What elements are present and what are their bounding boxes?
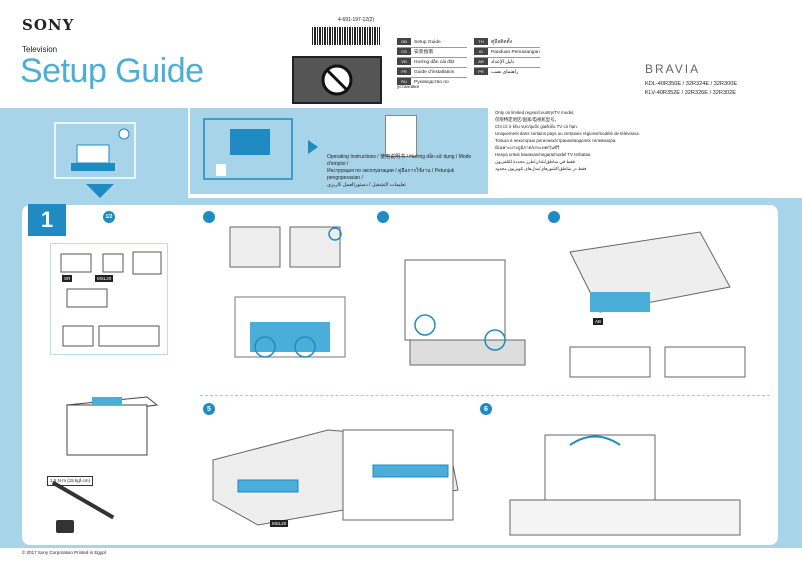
tv-box-illustration xyxy=(62,385,162,460)
brand-logo: SONY xyxy=(22,16,75,34)
sr-label: SR xyxy=(62,275,73,282)
step-2-illustration xyxy=(205,222,365,382)
step-1-badge: 1 xyxy=(28,204,66,236)
msl20-label: MSL20 xyxy=(95,275,114,282)
step-2-badge xyxy=(203,211,215,223)
note-line: Hanya untuk kawasan/negara/model TV terb… xyxy=(495,152,592,157)
note-line: فقط در مناطق/کشورهای/مدل‌های تلویزیون مح… xyxy=(495,166,587,171)
product-type: Television xyxy=(22,45,58,54)
copyright: © 2017 Sony Corporation Printed in Egypt xyxy=(22,550,106,555)
toolbox-icon xyxy=(56,520,74,533)
accessories-box xyxy=(50,243,168,355)
step-5-badge: 5 xyxy=(203,403,215,415)
bravia-logo: BRAVIA xyxy=(645,62,701,76)
step-4-badge xyxy=(548,211,560,223)
ab-label: AB xyxy=(593,318,604,325)
models-line: KDL-40R350E / 32R324E / 32R300E xyxy=(645,81,738,87)
step-6-badge: 6 xyxy=(480,403,492,415)
instructions-text: Operating Instructions / 使用说明书 / Hướng d… xyxy=(327,154,487,189)
caution-illustration xyxy=(292,56,382,104)
manual-icon xyxy=(385,115,417,157)
wall-illustration xyxy=(198,114,298,184)
step-1-sub-badge: 1/2 xyxy=(103,211,115,223)
no-touch-screen-icon xyxy=(321,64,353,96)
instructions-line: Operating Instructions / 使用说明书 / Hướng d… xyxy=(327,154,472,167)
instructions-line: Инструкция по эксплуатации / คู่มือการใช… xyxy=(327,168,455,181)
arrow-down-icon xyxy=(86,184,114,198)
step-3-illustration xyxy=(380,225,530,380)
models-line: KLV-40R352E / 32R326E / 32R302E xyxy=(645,90,737,96)
note-line: 仅限特定地区/国家/电视机型号。 xyxy=(495,117,559,122)
model-list: KDL-40R350E / 32R324E / 32R300E KLV-40R3… xyxy=(645,80,737,98)
spec-line: 1.5 N·m {15 kgf·cm} xyxy=(50,478,91,483)
page-title: Setup Guide xyxy=(20,52,204,90)
barcode xyxy=(312,27,380,45)
step-6-illustration xyxy=(500,420,770,540)
region-note: Only on limited region/country/TV model.… xyxy=(495,109,645,172)
note-line: มีเฉพาะบางภูมิภาค/ประเทศ/รุ่นทีวี xyxy=(495,145,560,150)
note-line: Chỉ có ở khu vực/quốc gia/kiểu TV có hạn… xyxy=(495,124,578,129)
room-illustration xyxy=(45,115,145,185)
part-number: 4-691-197-12(2) xyxy=(338,17,375,23)
torque-spec: 1.5 N·m {15 kgf·cm} xyxy=(47,476,94,486)
note-line: Uniquement dans certains pays ou certain… xyxy=(495,131,640,136)
msl20-step5-label: MSL20 xyxy=(270,520,289,527)
step-4-illustration xyxy=(560,222,760,387)
arrow-right-icon xyxy=(308,140,318,154)
note-line: Only on limited region/country/TV model. xyxy=(495,110,575,115)
instructions-line: تعليمات التشغيل / دستورالعمل کاربری xyxy=(327,182,406,188)
step-5-illustration xyxy=(208,420,468,540)
divider xyxy=(200,395,770,396)
step-3-badge xyxy=(377,211,389,223)
note-line: فقط في مناطق/بلدان/طرز محددة للتلفزيون xyxy=(495,159,575,164)
note-line: Только в некоторых регионах/странах/моде… xyxy=(495,138,617,143)
